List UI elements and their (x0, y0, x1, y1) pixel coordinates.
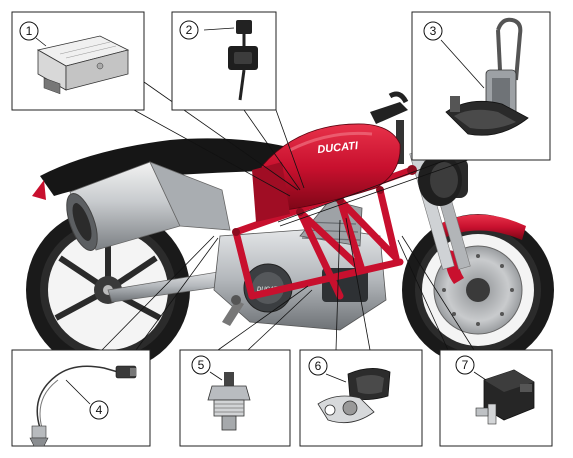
front-wheel (402, 214, 554, 366)
detail-box-2: 2 (172, 12, 276, 110)
detail-box-4: 4 (12, 350, 150, 446)
callout-4-number: 4 (96, 403, 103, 417)
detail-box-1: 1 (12, 12, 144, 110)
detail-box-5: 5 (180, 350, 290, 446)
callout-7-number: 7 (462, 358, 469, 372)
callout-1-number: 1 (26, 24, 33, 38)
detail-box-7: 7 (440, 350, 552, 446)
callout-2-number: 2 (186, 23, 193, 37)
detail-box-3: 3 (412, 12, 550, 160)
callout-5-number: 5 (198, 358, 205, 372)
detail-box-6: 6 (300, 350, 422, 446)
callout-3-number: 3 (430, 24, 437, 38)
callout-6-number: 6 (315, 359, 322, 373)
